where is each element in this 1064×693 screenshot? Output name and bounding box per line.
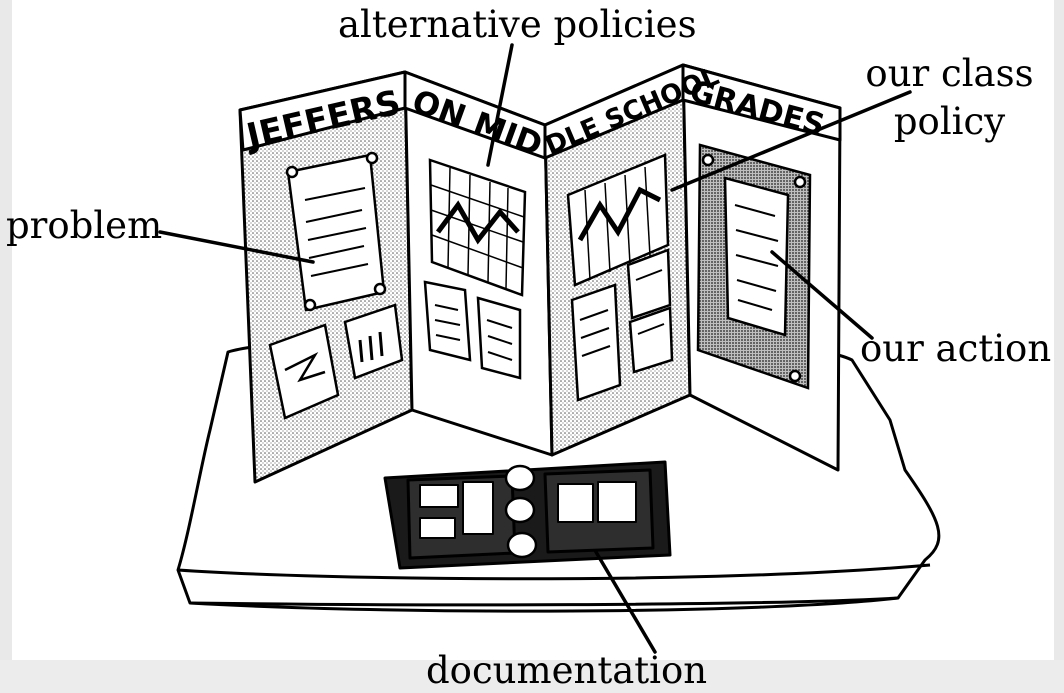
bottom-margin-strip: [0, 660, 1064, 693]
panel3-chart-and-docs: [566, 153, 674, 402]
panel4-action: [696, 143, 812, 390]
label-our-action: our action: [860, 327, 1052, 370]
panel2-chart-and-docs: [423, 158, 527, 380]
leader-alternative-policies: [486, 43, 514, 167]
action-document: [723, 176, 790, 337]
class-policy-graph: [566, 153, 670, 287]
label-our-class-policy: our class policy: [865, 52, 1034, 143]
label-documentation: documentation: [426, 649, 708, 692]
alternatives-graph: [428, 158, 527, 297]
leader-problem: [158, 230, 315, 264]
leader-lines: [158, 43, 912, 654]
photo-card-2: [343, 303, 404, 380]
leader-our-action: [770, 250, 874, 340]
label-alternative-policies: alternative policies: [338, 3, 697, 46]
right-margin-strip: [1054, 0, 1064, 693]
problem-document: [286, 153, 386, 312]
leader-documentation: [594, 550, 657, 654]
panel1-documents: [268, 151, 404, 420]
documentation-binder: [383, 460, 672, 570]
leader-our-class-policy: [670, 90, 912, 192]
left-margin-strip: [0, 0, 12, 693]
label-problem: problem: [6, 204, 163, 247]
